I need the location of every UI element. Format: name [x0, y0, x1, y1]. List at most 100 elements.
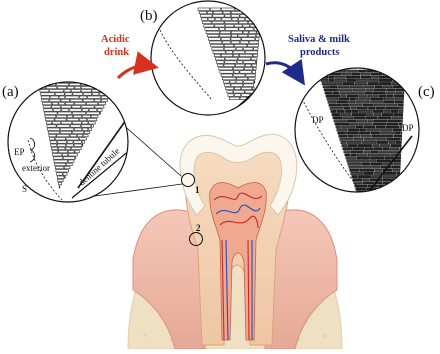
enamel-prism — [64, 166, 70, 168]
enamel-prism — [233, 51, 244, 54]
enamel-prism — [225, 61, 237, 64]
enamel-prism — [75, 86, 81, 88]
enamel-prism — [64, 90, 71, 92]
enamel-prism — [395, 132, 401, 134]
enamel-prism — [233, 54, 238, 57]
enamel-prism — [79, 138, 86, 140]
enamel-prism — [59, 182, 62, 184]
enamel-prism — [62, 154, 67, 156]
enamel-prism — [359, 110, 373, 112]
enamel-prism — [75, 102, 86, 104]
enamel-prism — [55, 163, 66, 165]
enamel-prism — [353, 179, 363, 181]
enamel-prism — [359, 123, 372, 125]
enamel-prism — [357, 79, 368, 81]
enamel-prism — [344, 107, 350, 109]
enamel-prism — [345, 110, 351, 112]
enamel-prism — [361, 73, 370, 75]
enamel-prism — [225, 15, 231, 18]
enamel-prism — [83, 99, 94, 101]
enamel-prism — [389, 191, 398, 193]
enamel-prism — [379, 154, 390, 156]
enamel-prism — [362, 163, 370, 165]
enamel-prism — [200, 15, 212, 18]
enamel-prism — [61, 128, 74, 130]
enamel-prism — [240, 71, 252, 74]
enamel-prism — [224, 48, 235, 51]
enamel-prism — [260, 15, 262, 18]
enamel-prism — [348, 135, 353, 137]
enamel-prism — [220, 31, 231, 33]
enamel-prism — [259, 21, 261, 24]
enamel-prism — [50, 141, 56, 143]
enamel-prism — [347, 79, 356, 81]
enamel-prism — [219, 67, 233, 70]
enamel-prism — [89, 128, 92, 130]
enamel-prism — [396, 92, 402, 94]
enamel-prism — [82, 106, 95, 108]
enamel-prism — [355, 82, 368, 84]
enamel-prism — [249, 15, 259, 18]
enamel-prism — [379, 129, 392, 131]
enamel-prism — [371, 163, 383, 165]
enamel-prism — [380, 144, 390, 146]
enamel-prism — [334, 120, 347, 122]
enamel-prism — [249, 41, 259, 44]
enamel-prism — [245, 64, 251, 67]
enamel-prism — [101, 80, 114, 82]
enamel-prism — [214, 54, 220, 57]
enamel-prism — [221, 8, 234, 11]
enamel-prism — [382, 70, 395, 72]
enamel-prism — [394, 113, 403, 115]
enamel-prism — [46, 118, 55, 120]
enamel-prism — [371, 73, 382, 75]
enamel-prism — [351, 154, 356, 156]
enamel-prism — [68, 150, 74, 152]
enamel-prism — [365, 98, 370, 100]
enamel-prism — [77, 134, 82, 136]
enamel-prism — [59, 150, 68, 152]
enamel-prism — [350, 104, 362, 106]
enamel-prism — [70, 109, 82, 111]
enamel-prism — [353, 89, 365, 91]
enamel-prism — [387, 95, 394, 97]
enamel-prism — [400, 107, 403, 109]
enamel-prism — [367, 113, 374, 115]
enamel-prism — [41, 93, 55, 95]
enamel-prism — [66, 163, 72, 165]
panel-a-ep-label: EP — [14, 147, 25, 157]
enamel-prism — [350, 98, 356, 100]
enamel-prism — [49, 134, 56, 136]
enamel-prism — [245, 18, 258, 21]
enamel-prism — [203, 21, 212, 24]
enamel-prism — [244, 11, 257, 14]
enamel-prism — [374, 120, 387, 122]
enamel-prism — [346, 76, 360, 78]
enamel-prism — [51, 144, 57, 146]
enamel-prism — [336, 82, 342, 84]
enamel-prism — [373, 92, 385, 94]
enamel-prism — [358, 175, 371, 177]
enamel-prism — [384, 101, 394, 103]
enamel-prism — [230, 81, 235, 84]
enamel-prism — [387, 138, 400, 140]
enamel-prism — [218, 64, 224, 67]
enamel-prism — [241, 41, 249, 44]
enamel-prism — [342, 126, 355, 128]
enamel-prism — [385, 157, 394, 159]
enamel-prism — [349, 166, 362, 168]
enamel-prism — [40, 90, 49, 92]
enamel-prism — [342, 73, 351, 75]
enamel-prism — [371, 98, 383, 100]
enamel-prism — [386, 104, 397, 106]
enamel-prism — [221, 38, 230, 41]
enamel-prism — [56, 170, 69, 172]
enamel-prism — [46, 122, 51, 124]
enamel-prism — [84, 80, 94, 82]
enamel-prism — [65, 102, 74, 104]
enamel-prism — [354, 117, 365, 119]
enamel-prism — [386, 135, 393, 137]
enamel-prism — [95, 99, 101, 101]
enamel-prism — [321, 79, 328, 81]
